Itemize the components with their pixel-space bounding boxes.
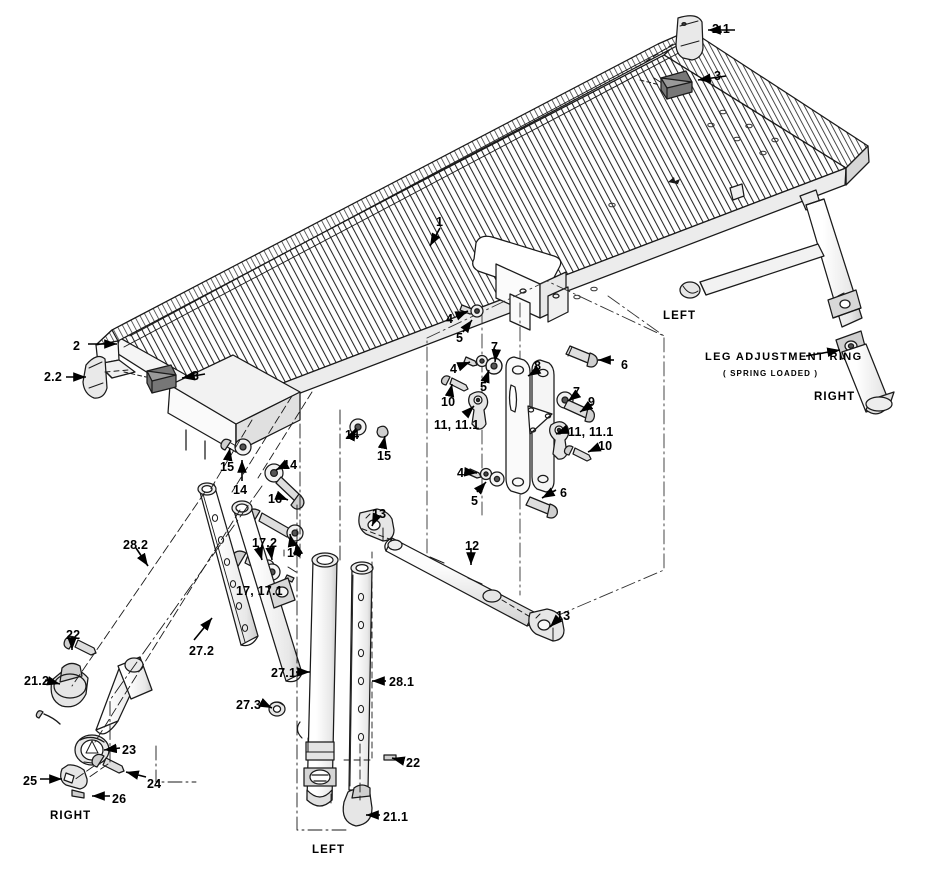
part-27-2-tube bbox=[231, 500, 303, 683]
under-table-mount bbox=[495, 263, 569, 331]
part-21-1-foot bbox=[342, 784, 373, 827]
hardware-4-5-bottom bbox=[467, 467, 505, 487]
hardware-14-15-left bbox=[220, 438, 252, 456]
callout-c3a: 3 bbox=[714, 69, 722, 83]
part-3-block-left bbox=[146, 364, 177, 394]
callout-c4c: 4 bbox=[457, 466, 465, 480]
annotation-a_ring_sub: ( SPRING LOADED ) bbox=[723, 369, 819, 378]
hardware-4-5-top bbox=[459, 304, 484, 318]
callout-c9: 9 bbox=[588, 395, 596, 409]
callout-c26: 26 bbox=[112, 792, 127, 806]
callout-c25: 25 bbox=[23, 774, 38, 788]
part-3-block-top bbox=[660, 70, 693, 100]
callout-c10a: 10 bbox=[441, 395, 456, 409]
table-top-panel bbox=[114, 29, 870, 460]
part-12-cross-tube bbox=[384, 537, 536, 627]
annotation-a_ring: LEG ADJUSTMENT RING bbox=[705, 351, 863, 363]
label-t_left_table: LEFT bbox=[663, 310, 697, 322]
callout-c281: 28.1 bbox=[389, 675, 415, 689]
callout-c5b: 5 bbox=[480, 380, 488, 394]
part-27-1-tube bbox=[296, 552, 339, 807]
hardware-6-lower bbox=[525, 496, 558, 519]
callout-c271: 27.1 bbox=[271, 666, 297, 680]
callout-c10b: 10 bbox=[598, 439, 613, 453]
callout-c3b: 3 bbox=[192, 369, 200, 383]
callout-c12: 12 bbox=[465, 539, 480, 553]
hardware-14-16 bbox=[264, 463, 305, 510]
part-2-1-endcap bbox=[675, 15, 704, 61]
label-t_left_lower: LEFT bbox=[312, 844, 346, 856]
part-28-2-tube bbox=[197, 482, 259, 647]
label-t_right_lower: RIGHT bbox=[50, 810, 92, 822]
callout-c4a: 4 bbox=[446, 312, 454, 326]
part-11-clevis-left bbox=[468, 391, 489, 430]
callout-c16: 16 bbox=[268, 492, 283, 506]
callout-c23: 23 bbox=[122, 743, 137, 757]
callout-c5a: 5 bbox=[456, 331, 464, 345]
hardware-10-left bbox=[440, 375, 469, 392]
callout-c5c: 5 bbox=[471, 494, 479, 508]
callout-c211: 21.1 bbox=[383, 810, 409, 824]
callout-c8: 8 bbox=[534, 359, 542, 373]
leader-lines bbox=[40, 25, 841, 820]
label-t_right_leg: RIGHT bbox=[814, 391, 856, 403]
callout-c14a: 14 bbox=[233, 483, 248, 497]
part-8-link-plate-b bbox=[527, 359, 555, 493]
callout-c11a: 11, 11.1 bbox=[434, 418, 480, 432]
hardware-10-right bbox=[563, 445, 592, 462]
callout-c212: 21.2 bbox=[24, 674, 50, 688]
part-25-bracket bbox=[60, 764, 88, 790]
callout-c6a: 6 bbox=[621, 358, 629, 372]
part-24-pin bbox=[91, 753, 125, 774]
callout-c22b: 22 bbox=[406, 756, 421, 770]
callout-c15b: 15 bbox=[377, 449, 392, 463]
part-2-2-endcap bbox=[82, 355, 108, 399]
callout-c24: 24 bbox=[147, 777, 162, 791]
callout-c14b: 14 bbox=[283, 458, 298, 472]
part-8-link-plate bbox=[505, 356, 531, 495]
callout-c22a: 22 bbox=[66, 628, 81, 642]
callout-c282: 28.2 bbox=[123, 538, 149, 552]
callout-c14d: 14 bbox=[287, 546, 302, 560]
callout-c4d: 4 bbox=[293, 545, 301, 559]
callout-c21: 2.1 bbox=[712, 22, 730, 36]
right-leg-assembly bbox=[679, 183, 895, 415]
part-21-2-foot bbox=[50, 662, 89, 708]
callout-c7a: 7 bbox=[491, 340, 499, 354]
callout-c172: 17.2 bbox=[252, 536, 278, 550]
callout-c2: 2 bbox=[73, 339, 81, 353]
hardware-6-upper bbox=[565, 345, 598, 368]
callout-c1: 1 bbox=[436, 215, 444, 229]
part-26-pin bbox=[71, 789, 85, 799]
callout-c22: 2.2 bbox=[44, 370, 62, 384]
callout-c14c: 14 bbox=[345, 428, 360, 442]
callout-c17: 17, 17.1 bbox=[236, 584, 283, 598]
callout-c6b: 6 bbox=[560, 486, 568, 500]
callout-c273: 27.3 bbox=[236, 698, 262, 712]
callout-c13a: 13 bbox=[372, 507, 387, 521]
callout-c15a: 15 bbox=[220, 460, 235, 474]
callout-c13b: 13 bbox=[556, 609, 571, 623]
callout-c11b: 11, 11.1 bbox=[568, 425, 614, 439]
part-27-2-lower bbox=[95, 656, 153, 735]
callout-c4b: 4 bbox=[450, 362, 458, 376]
callout-c7b: 7 bbox=[573, 385, 581, 399]
left-side-rail-assembly bbox=[95, 29, 691, 379]
part-28-1-tube bbox=[348, 561, 374, 794]
callout-c272: 27.2 bbox=[189, 644, 215, 658]
part-27-3-clip bbox=[268, 701, 286, 717]
